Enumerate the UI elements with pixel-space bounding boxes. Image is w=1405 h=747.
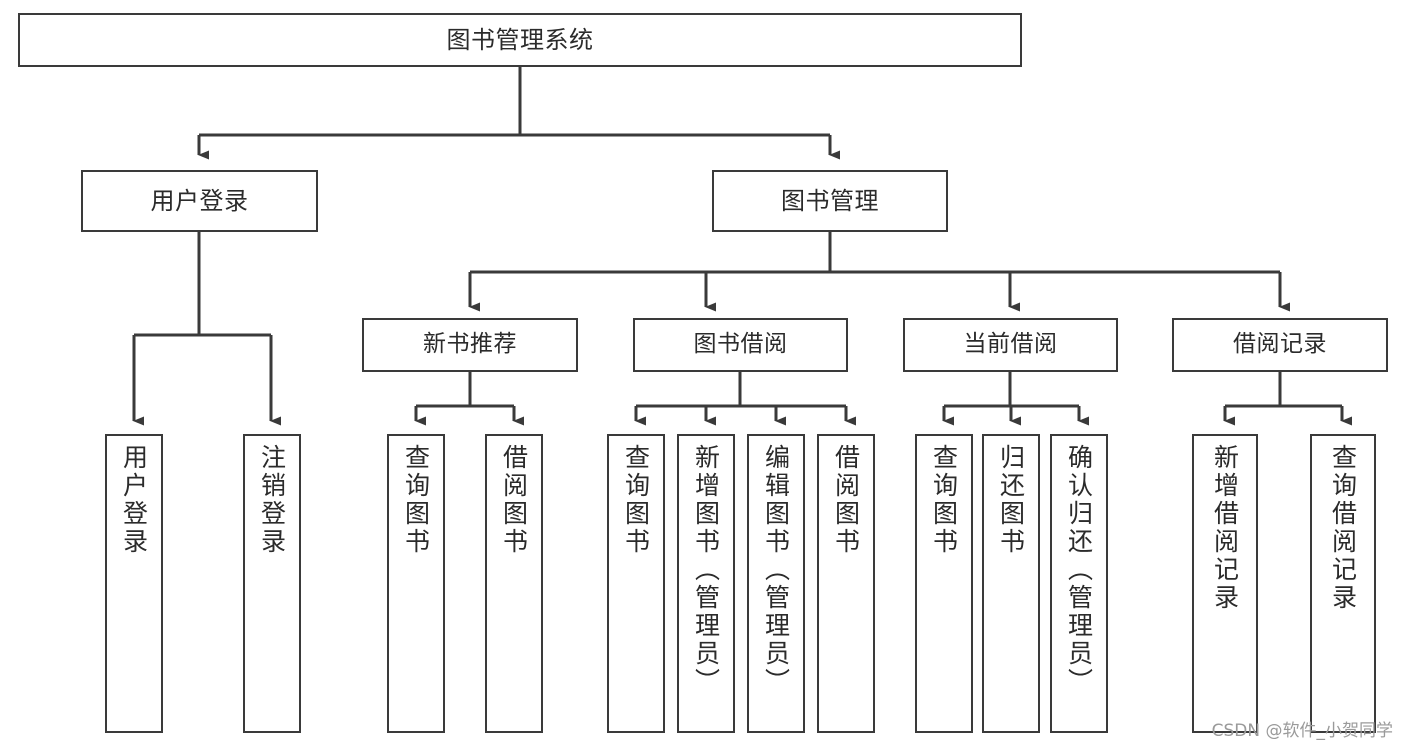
node-root-system[interactable]: 图书管理系统 xyxy=(18,13,1022,67)
node-leaf-borrow-book[interactable]: 借阅图书 xyxy=(817,434,875,733)
csdn-watermark: CSDN @软件_小贺同学 xyxy=(1211,721,1393,741)
node-label: 用户登录 xyxy=(119,444,149,556)
node-leaf-return-book[interactable]: 归还图书 xyxy=(982,434,1040,733)
node-label: 查询图书 xyxy=(401,444,431,556)
node-leaf-query-borrow-record[interactable]: 查询借阅记录 xyxy=(1310,434,1376,733)
node-label: 查询图书 xyxy=(929,444,959,556)
node-label: 借阅图书 xyxy=(499,444,529,556)
node-label: 新书推荐 xyxy=(423,331,517,358)
node-label: 借阅记录 xyxy=(1233,331,1327,358)
node-label: 注销登录 xyxy=(257,444,287,556)
node-label: 图书管理 xyxy=(781,186,879,215)
node-leaf-user-login[interactable]: 用户登录 xyxy=(105,434,163,733)
node-label: 新增图书（管理员） xyxy=(691,444,721,696)
node-book-borrow[interactable]: 图书借阅 xyxy=(633,318,848,372)
node-leaf-query-book-current[interactable]: 查询图书 xyxy=(915,434,973,733)
node-label: 查询图书 xyxy=(621,444,651,556)
node-leaf-edit-book-admin[interactable]: 编辑图书（管理员） xyxy=(747,434,805,733)
node-leaf-logout[interactable]: 注销登录 xyxy=(243,434,301,733)
node-leaf-query-book-borrow[interactable]: 查询图书 xyxy=(607,434,665,733)
node-label: 确认归还（管理员） xyxy=(1064,444,1094,696)
node-user-login[interactable]: 用户登录 xyxy=(81,170,318,232)
node-label: 图书管理系统 xyxy=(446,25,594,54)
node-leaf-confirm-return-admin[interactable]: 确认归还（管理员） xyxy=(1050,434,1108,733)
node-label: 归还图书 xyxy=(996,444,1026,556)
node-current-borrow[interactable]: 当前借阅 xyxy=(903,318,1118,372)
node-label: 查询借阅记录 xyxy=(1328,444,1358,612)
node-label: 用户登录 xyxy=(150,186,249,215)
node-book-management[interactable]: 图书管理 xyxy=(712,170,948,232)
node-new-book-recommend[interactable]: 新书推荐 xyxy=(362,318,578,372)
node-leaf-query-book-recommend[interactable]: 查询图书 xyxy=(387,434,445,733)
node-label: 借阅图书 xyxy=(831,444,861,556)
node-leaf-add-borrow-record[interactable]: 新增借阅记录 xyxy=(1192,434,1258,733)
node-label: 新增借阅记录 xyxy=(1210,444,1240,612)
node-label: 编辑图书（管理员） xyxy=(761,444,791,696)
node-label: 图书借阅 xyxy=(693,331,788,358)
node-leaf-add-book-admin[interactable]: 新增图书（管理员） xyxy=(677,434,735,733)
node-label: 当前借阅 xyxy=(963,331,1058,358)
node-borrow-record[interactable]: 借阅记录 xyxy=(1172,318,1388,372)
node-leaf-borrow-book-recommend[interactable]: 借阅图书 xyxy=(485,434,543,733)
